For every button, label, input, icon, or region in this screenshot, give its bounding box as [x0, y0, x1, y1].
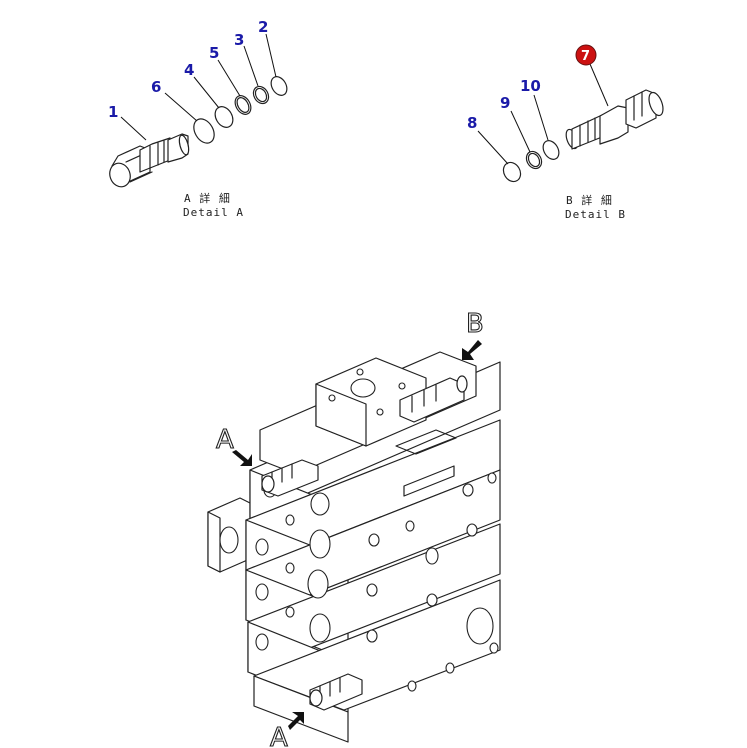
view-arrow-b	[462, 340, 482, 360]
part-3-backup-ring	[252, 85, 270, 105]
detail-a-group: 1 6 4 5 3 2 A 詳 細 Detail A	[108, 18, 288, 219]
detail-a-jp-label: A 詳 細	[184, 191, 231, 205]
detail-b-en-label: Detail B	[565, 208, 626, 221]
part-5-backup-ring	[234, 95, 252, 115]
callout-7: 7	[581, 49, 590, 64]
part-1-valve-cartridge	[109, 133, 190, 188]
control-valve-assembly: B A A	[207, 308, 501, 748]
part-2-o-ring	[270, 76, 288, 96]
callout-8: 8	[467, 114, 477, 132]
part-8-o-ring	[502, 161, 522, 183]
callout-7-badge: 7	[575, 44, 597, 66]
detail-a-en-label: Detail A	[183, 206, 244, 219]
callout-10: 10	[520, 77, 541, 95]
view-letter-a-mid: A	[216, 425, 234, 455]
view-letter-a-bottom: A	[270, 723, 288, 748]
callout-2: 2	[258, 18, 268, 36]
part-4-o-ring	[214, 106, 234, 128]
view-arrow-a-bottom	[288, 712, 304, 730]
installed-cartridge-a-bottom	[309, 673, 363, 711]
callout-5: 5	[209, 44, 219, 62]
detail-b-group: 8 9 10 7 B 詳 細 Detail B	[467, 44, 664, 221]
part-6-o-ring	[193, 118, 215, 144]
callout-9: 9	[500, 94, 510, 112]
part-7-valve-cartridge	[565, 89, 664, 150]
callout-3: 3	[234, 31, 244, 49]
callout-6: 6	[151, 78, 161, 96]
callout-1: 1	[108, 103, 118, 121]
callout-4: 4	[184, 61, 194, 79]
view-letter-b: B	[466, 309, 484, 339]
installed-cartridge-b-top	[399, 375, 468, 423]
view-arrow-a-mid	[232, 450, 252, 466]
installed-cartridge-a-mid	[261, 459, 319, 497]
part-9-backup-ring	[525, 150, 543, 170]
detail-b-jp-label: B 詳 細	[566, 193, 613, 207]
part-10-o-ring	[542, 140, 560, 160]
